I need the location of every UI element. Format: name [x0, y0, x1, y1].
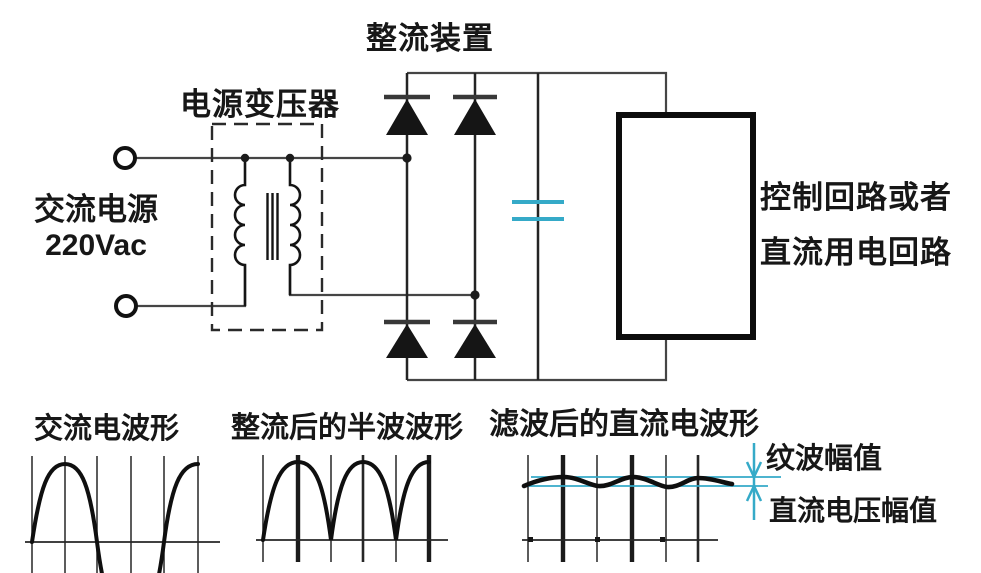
ac-source-name: 交流电源 [34, 192, 158, 227]
ac-source-voltage: 220Vac [45, 229, 147, 262]
diode-bottom-right-icon [453, 319, 497, 358]
rectifier-label: 整流装置 [366, 21, 494, 56]
waveform-rectified [256, 455, 448, 562]
transformer-boundary-box [210, 122, 324, 332]
secondary-coil-icon [288, 158, 302, 295]
diode-bottom-left-icon [384, 319, 430, 358]
load-label-line2: 直流用电回路 [760, 235, 952, 270]
ripple-dimension-marker-icon [745, 443, 763, 520]
load-box [616, 112, 756, 340]
ac-source-label: 交流电源 220Vac [14, 193, 178, 262]
ac-terminal-icons [113, 146, 138, 318]
load-label-line1: 控制回路或者 [760, 180, 952, 215]
ripple-amplitude-label: 纹波幅值 [766, 443, 883, 475]
chart3-title: 滤波后的直流电波形 [489, 408, 759, 441]
chart1-title: 交流电波形 [34, 413, 180, 445]
transformer-core-icon [266, 193, 279, 260]
transformer-label: 电源变压器 [180, 87, 340, 122]
filter-capacitor-icon [512, 73, 564, 380]
diode-top-left-icon [384, 94, 430, 135]
chart2-title: 整流后的半波波形 [231, 412, 464, 444]
load-label: 控制回路或者 直流用电回路 [760, 170, 952, 280]
primary-coil-icon [233, 158, 247, 306]
junction-dots [240, 153, 480, 300]
diode-top-right-icon [453, 94, 497, 135]
waveform-ac [25, 456, 220, 573]
transformer-symbol [210, 122, 324, 332]
bridge-rectifier [384, 71, 668, 382]
dc-voltage-amplitude-label: 直流电压幅值 [769, 495, 938, 526]
waveform-filtered [521, 455, 781, 562]
